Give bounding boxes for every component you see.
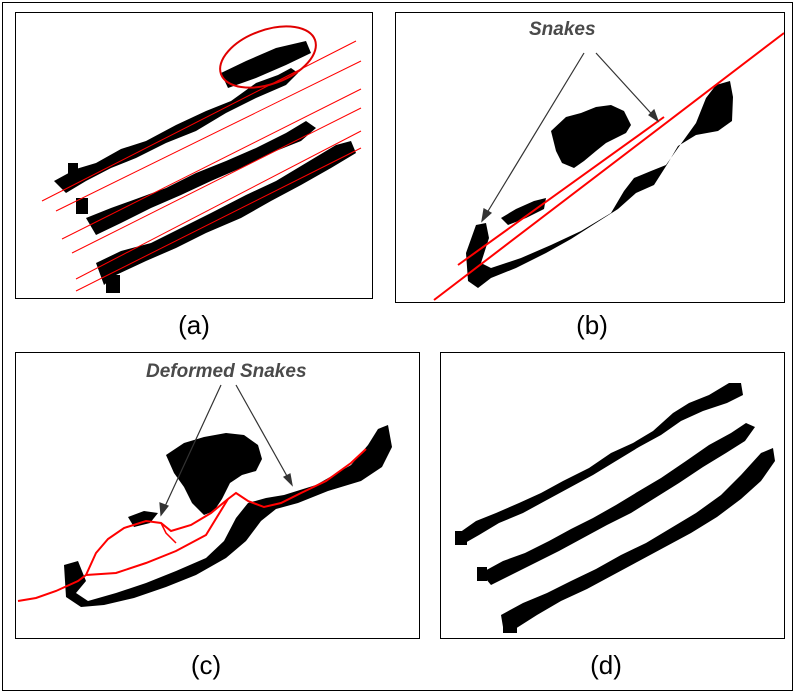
caption-c: (c) — [190, 650, 222, 680]
panel-b-drawing — [433, 32, 784, 301]
panel-c: Deformed Snakes — [15, 352, 420, 639]
panel-d-drawing — [455, 383, 775, 633]
caption-a: (a) — [178, 310, 210, 340]
panel-d — [440, 352, 785, 639]
panel-a-drawing — [41, 25, 362, 293]
panel-c-drawing — [17, 384, 392, 607]
panel-b: Snakes — [395, 12, 785, 303]
caption-b: (b) — [576, 310, 608, 340]
panel-a — [15, 12, 373, 299]
deformed-snakes-annotation: Deformed Snakes — [146, 361, 307, 382]
caption-d: (d) — [590, 650, 622, 680]
snakes-annotation: Snakes — [529, 19, 596, 40]
